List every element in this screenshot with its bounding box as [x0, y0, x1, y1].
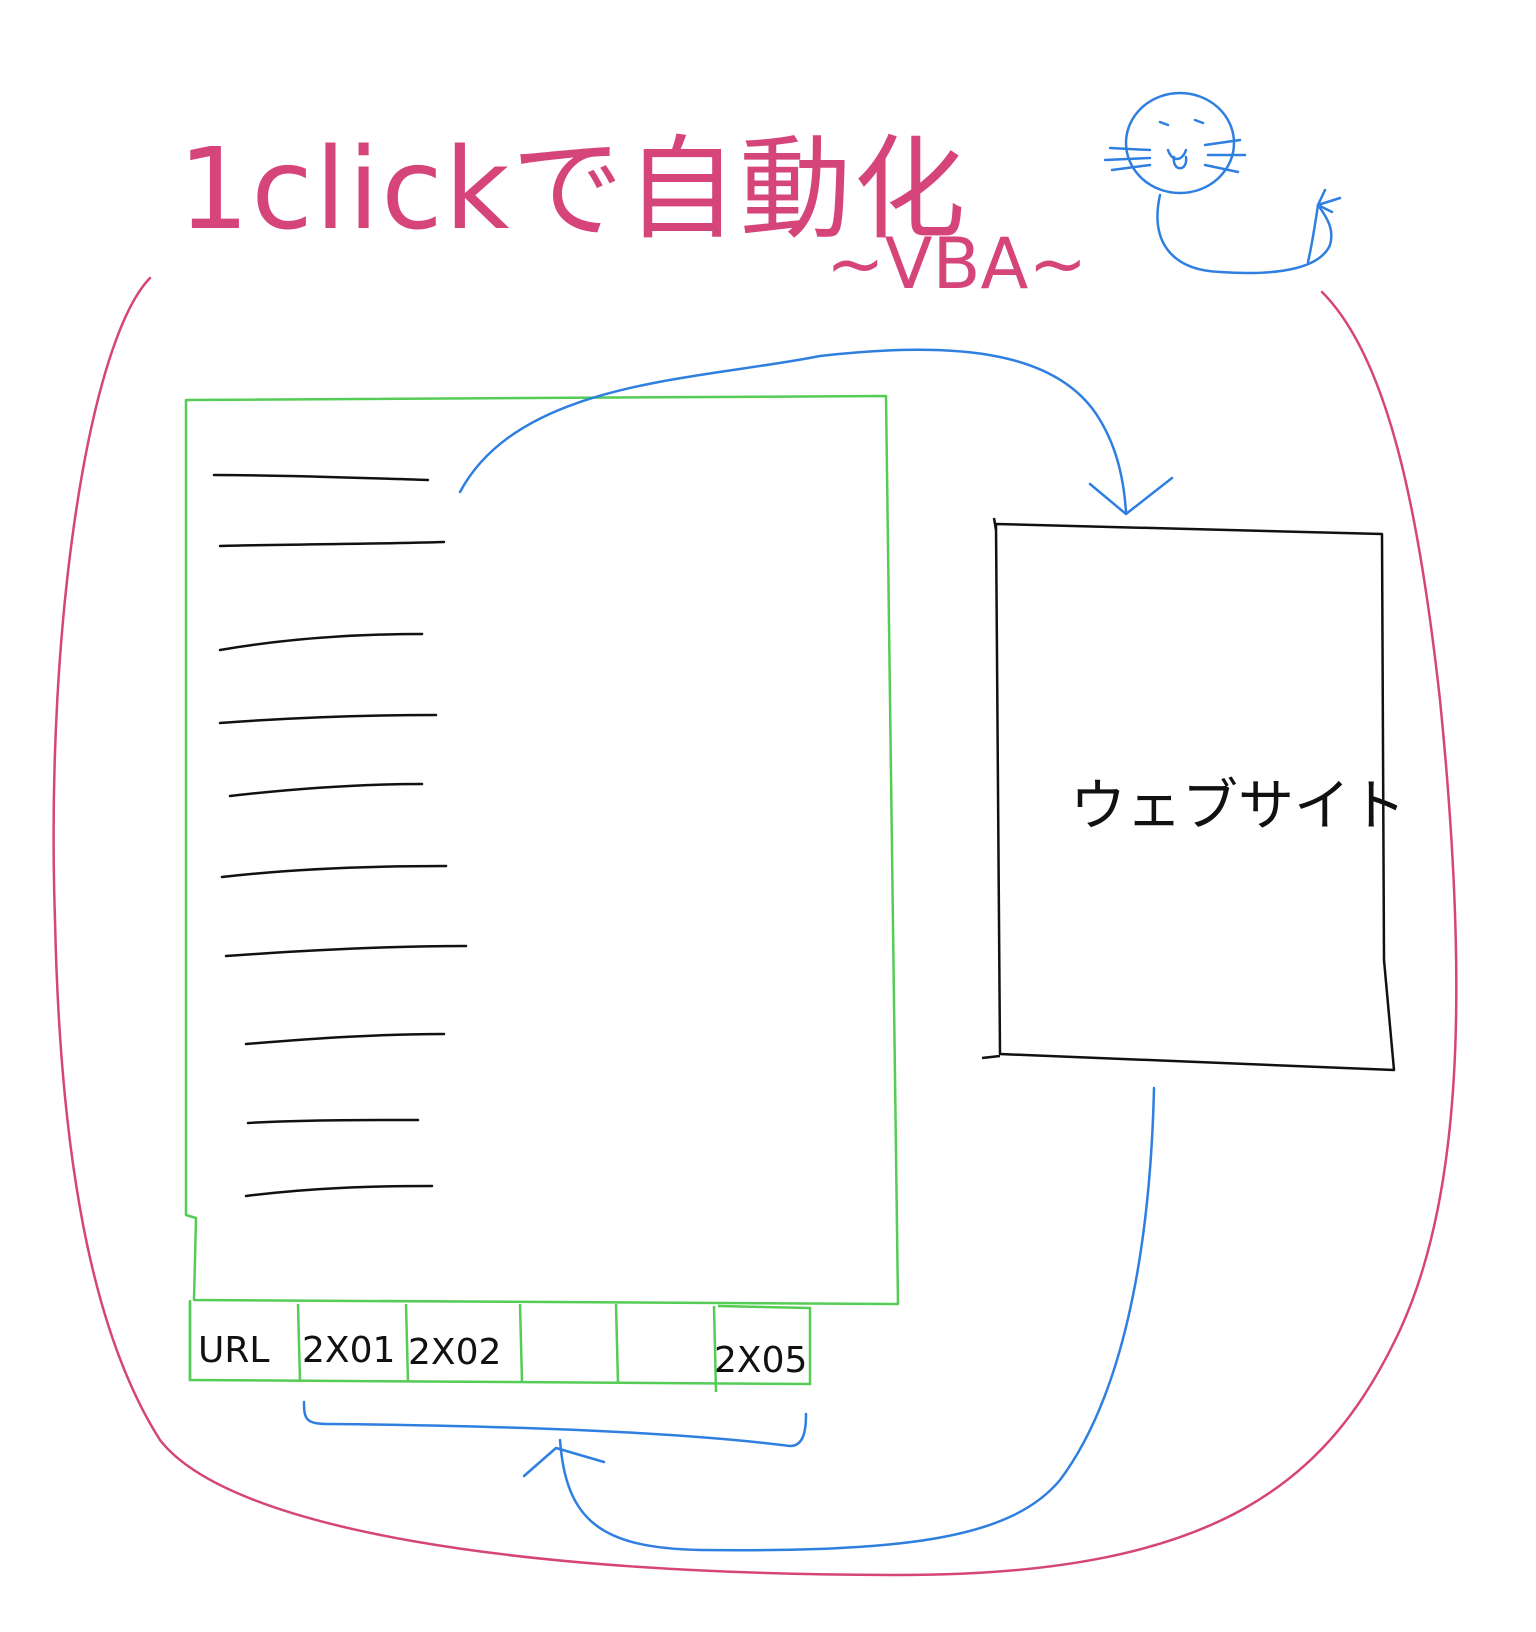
- flow-arrow-to-website: [458, 348, 1128, 514]
- cell-2x01: 2X01: [302, 1330, 395, 1371]
- spreadsheet-frame: [184, 394, 900, 1306]
- arrow-up-icon: [522, 1446, 606, 1478]
- text-lines: [212, 473, 468, 1198]
- text-line: [244, 1032, 446, 1046]
- cell-2x05: 2X05: [714, 1340, 807, 1381]
- title-text: 1clickで自動化: [178, 125, 968, 255]
- text-line: [218, 632, 424, 652]
- text-line: [220, 864, 448, 879]
- website-label: ウェブサイト: [1070, 774, 1406, 839]
- arrow-down-icon: [1088, 476, 1174, 516]
- cell-bracket: [302, 1400, 808, 1448]
- cell-2x02: 2X02: [408, 1332, 501, 1373]
- subtitle-text: ~VBA~: [826, 223, 1087, 305]
- text-line: [224, 944, 468, 958]
- cell-row: [188, 1300, 812, 1393]
- text-line: [218, 540, 446, 548]
- cell-url: URL: [198, 1330, 269, 1371]
- outer-loop: [52, 276, 1458, 1577]
- flow-arrow-to-cells: [558, 1086, 1156, 1552]
- website-box: [994, 522, 1396, 1072]
- text-line: [212, 473, 430, 482]
- text-line: [244, 1184, 434, 1198]
- text-line: [228, 782, 424, 798]
- text-line: [218, 713, 438, 725]
- cell-labels: URL 2X01 2X02 2X05: [198, 1330, 807, 1381]
- text-line: [246, 1118, 420, 1125]
- seal-mascot-icon: [1103, 91, 1342, 275]
